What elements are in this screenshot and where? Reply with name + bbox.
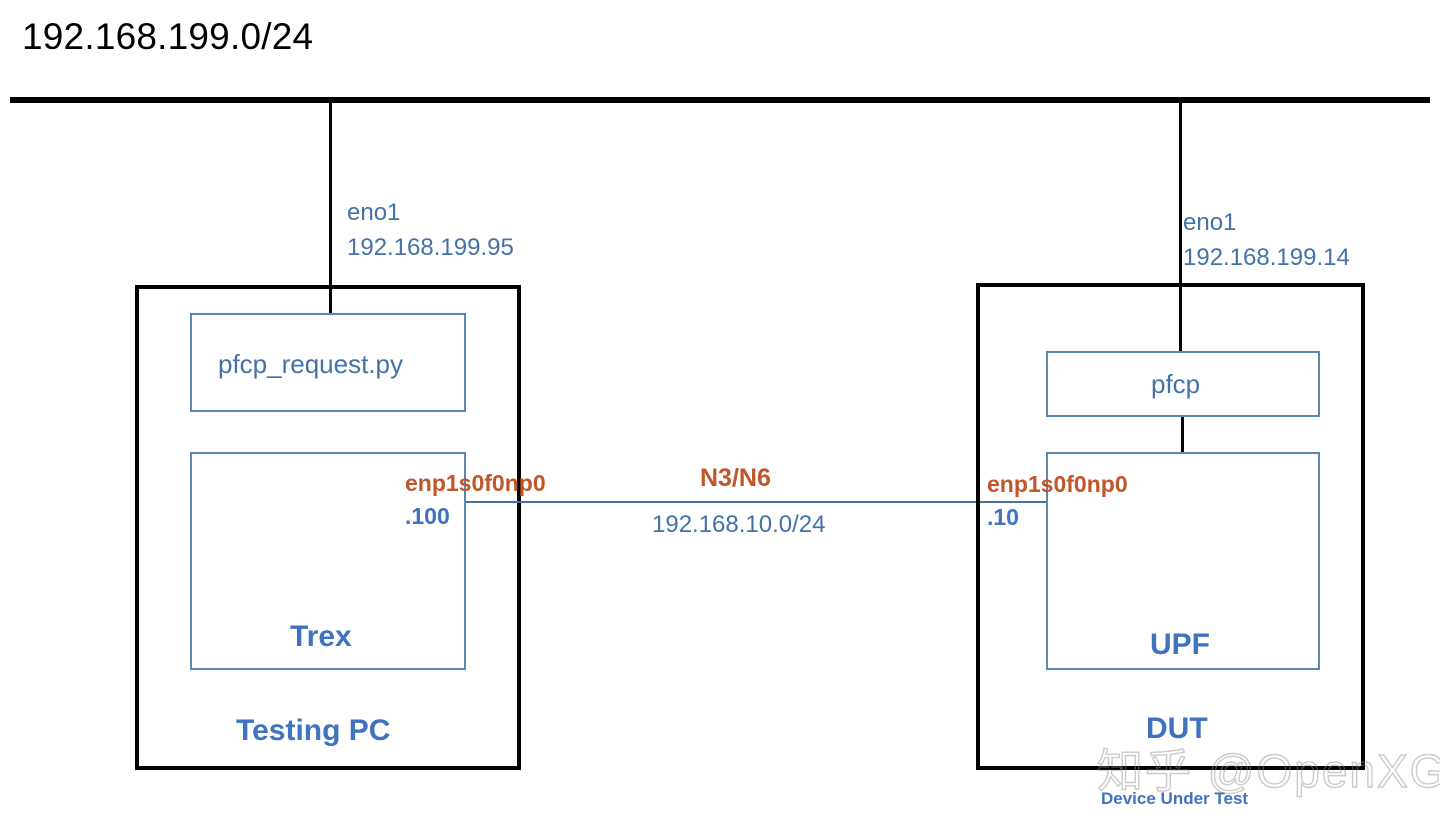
right-data-interface-address-label: .10 (987, 504, 1019, 530)
dut-container (976, 283, 1365, 770)
right-eno1-ip-label: 192.168.199.14 (1183, 244, 1350, 271)
pfcp-request-py-box (190, 313, 466, 412)
left-management-link-line (329, 100, 332, 315)
n3-n6-subnet-label: 192.168.10.0/24 (652, 511, 826, 538)
pfcp-label: pfcp (1151, 369, 1201, 399)
right-management-link-line (1179, 100, 1182, 352)
page-title: 192.168.199.0/24 (22, 16, 314, 57)
left-data-interface-name-label: enp1s0f0np0 (405, 470, 546, 496)
upf-box (1046, 452, 1320, 670)
n3-n6-link-label: N3/N6 (700, 464, 771, 492)
upf-label: UPF (1150, 628, 1210, 661)
testing-pc-label: Testing PC (236, 714, 391, 747)
n3-n6-link-line (466, 501, 1046, 503)
trex-box (190, 452, 466, 670)
testing-pc-container (135, 285, 521, 770)
pfcp-box (1046, 351, 1320, 417)
trex-label: Trex (290, 620, 352, 653)
left-eno1-interface-label: eno1 (347, 199, 401, 226)
dut-label: DUT (1146, 712, 1208, 745)
left-eno1-ip-label: 192.168.199.95 (347, 234, 514, 261)
right-eno1-interface-label: eno1 (1183, 209, 1237, 236)
pfcp-to-upf-link-line (1181, 417, 1184, 453)
dut-subtitle-label: Device Under Test (1101, 789, 1249, 808)
management-bus-line (10, 97, 1430, 103)
pfcp-request-py-label: pfcp_request.py (218, 349, 404, 379)
left-data-interface-address-label: .100 (405, 503, 450, 529)
right-data-interface-name-label: enp1s0f0np0 (987, 471, 1128, 497)
